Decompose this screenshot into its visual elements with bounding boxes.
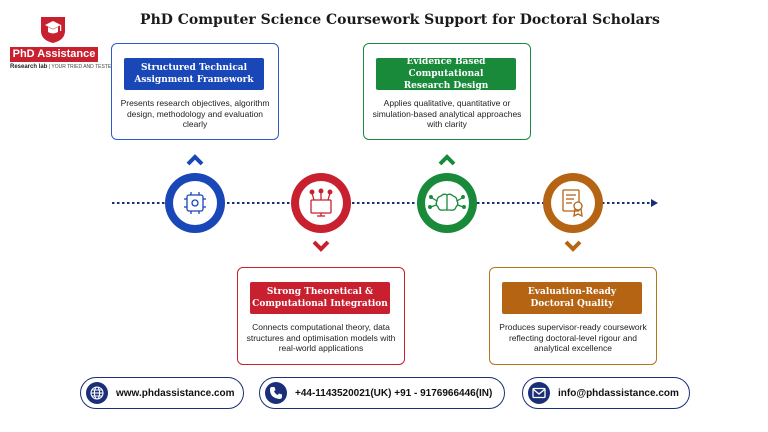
step-description: Connects computational theory, data stru…	[246, 322, 396, 353]
chevron-up-icon	[438, 154, 456, 166]
website-link[interactable]: www.phdassistance.com	[80, 377, 244, 409]
certificate-icon	[562, 189, 583, 218]
logo: PhD Assistance Research lab | YOUR TRIED…	[8, 14, 121, 74]
globe-icon	[86, 382, 108, 404]
brain-circuit-icon	[428, 193, 466, 211]
step-node-2	[291, 173, 351, 252]
step-heading: Strong Theoretical &Computational Integr…	[250, 282, 390, 314]
step-node-1	[165, 154, 225, 233]
timeline-diagram	[112, 154, 658, 252]
logo-tagline: Research lab | YOUR TRIED AND TESTED ...	[10, 64, 121, 70]
email-text: info@phdassistance.com	[558, 387, 679, 399]
computer-network-icon	[309, 188, 333, 217]
step-description: Presents research objectives, algorithm …	[120, 98, 270, 129]
chevron-up-icon	[186, 154, 204, 166]
phone-icon	[265, 382, 287, 404]
network-icon	[184, 192, 206, 214]
chevron-down-icon	[564, 240, 582, 252]
phone-text: +44-1143520021(UK) +91 - 9176966446(IN)	[295, 387, 493, 399]
step-description: Produces supervisor-ready coursework ref…	[499, 322, 647, 353]
email-link[interactable]: info@phdassistance.com	[522, 377, 690, 409]
chevron-down-icon	[312, 240, 330, 252]
step-card-theoretical-integration: Strong Theoretical &Computational Integr…	[237, 267, 405, 365]
website-text: www.phdassistance.com	[116, 387, 235, 399]
mail-icon	[528, 382, 550, 404]
page-title: PhD Computer Science Coursework Support …	[140, 12, 660, 28]
logo-name: PhD Assistance	[10, 47, 98, 62]
logo-emblem-icon	[41, 17, 65, 43]
step-node-4	[543, 173, 603, 252]
phone-link[interactable]: +44-1143520021(UK) +91 - 9176966446(IN)	[259, 377, 505, 409]
timeline-arrowhead-icon	[651, 199, 658, 207]
step-description: Applies qualitative, quantitative or sim…	[372, 98, 522, 129]
step-node-3	[417, 154, 477, 233]
